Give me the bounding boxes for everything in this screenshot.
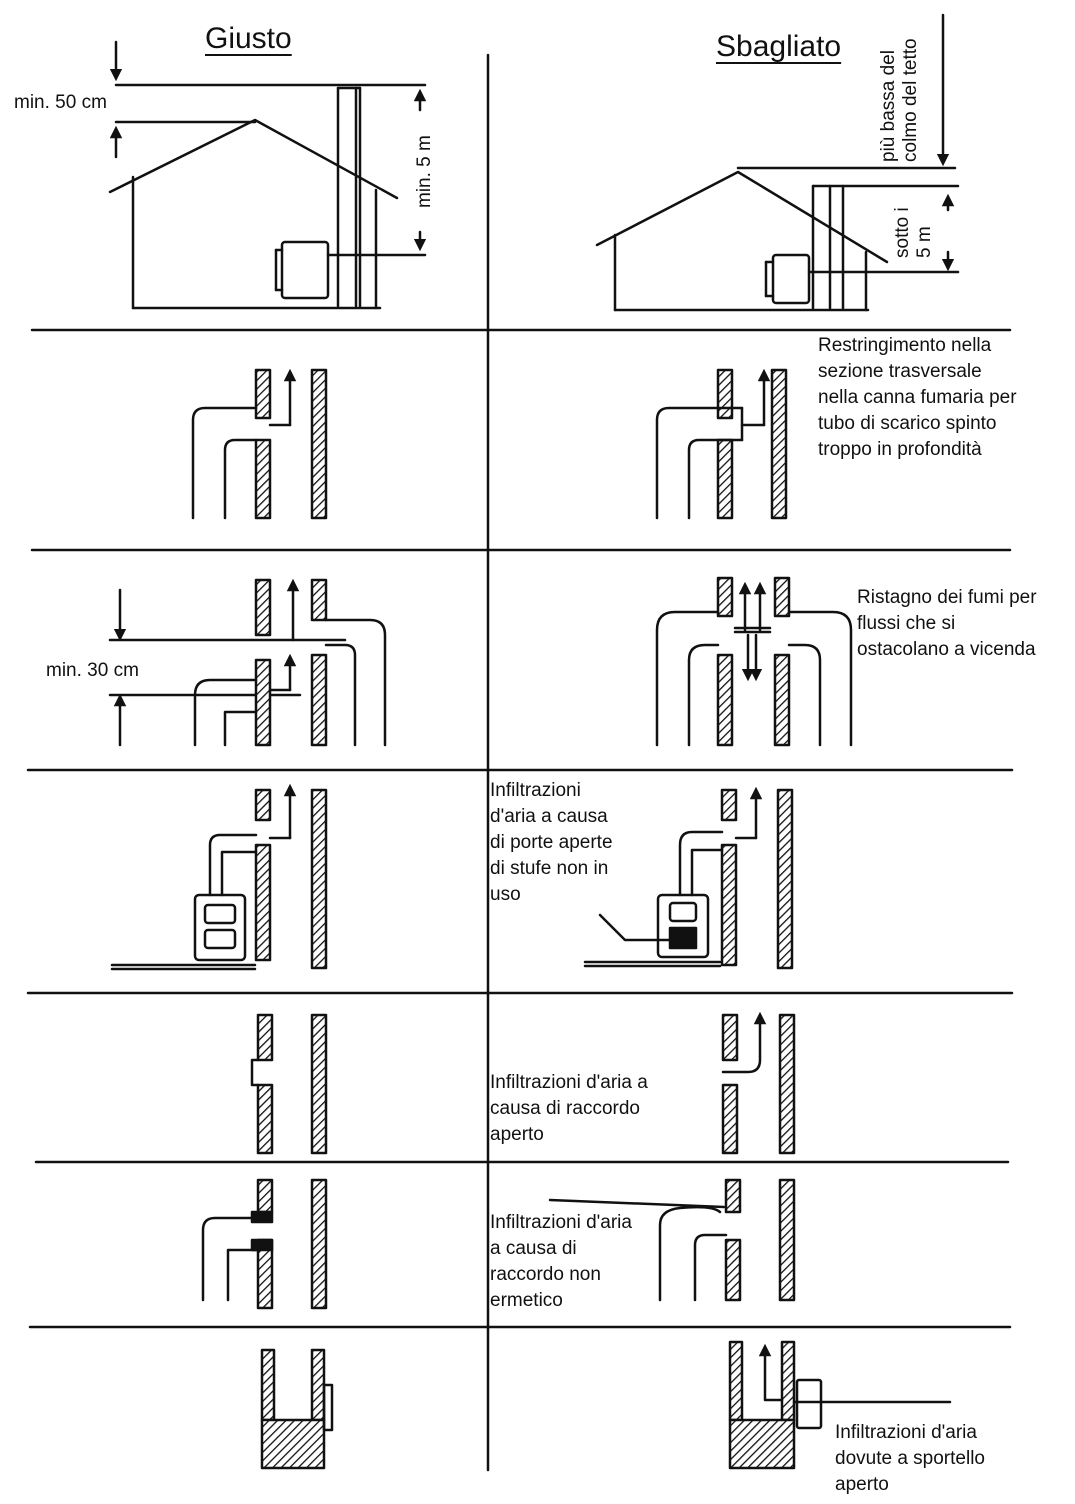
grid-lines: [26, 53, 1014, 1472]
flue-correct-2: [191, 368, 328, 520]
flue-wrong-3: [655, 576, 853, 747]
fitting-correct: [250, 1013, 328, 1155]
house-wrong: [595, 13, 960, 312]
label-open-doors: Infiltrazioni d'aria a causa di porte ap…: [490, 780, 613, 905]
label-non-airtight: Infiltrazioni d'aria a causa di raccordo…: [490, 1212, 632, 1311]
joint-wrong: [548, 1178, 796, 1302]
stove-correct: [110, 783, 328, 971]
fitting-wrong: [721, 1011, 796, 1155]
label-min-5m: min. 5 m: [414, 135, 435, 208]
label-stagnation: Ristagno dei fumi per flussi che si osta…: [857, 587, 1037, 660]
label-open-hatch: Infiltrazioni d'aria dovute a sportello …: [835, 1422, 985, 1495]
label-narrowing: Restringimento nella sezione trasversale…: [818, 335, 1017, 460]
stove-wrong: [583, 786, 794, 970]
house-correct: [108, 40, 427, 310]
hatch-wrong: [728, 1340, 952, 1470]
joint-correct: [201, 1178, 328, 1310]
header-wrong: Sbagliato: [716, 30, 842, 63]
label-min-30cm: min. 30 cm: [46, 660, 139, 681]
flue-wrong-2: [655, 368, 788, 520]
flue-correct-3: [108, 578, 387, 747]
hatch-correct: [260, 1348, 334, 1470]
label-open-fitting: Infiltrazioni d'aria a causa di raccordo…: [490, 1072, 648, 1145]
label-min-50cm: min. 50 cm: [14, 92, 107, 113]
header-correct: Giusto: [205, 22, 292, 55]
label-below-5m: sotto i 5 m: [892, 207, 935, 258]
label-lower-than-ridge: più bassa del colmo del tetto: [878, 38, 921, 162]
